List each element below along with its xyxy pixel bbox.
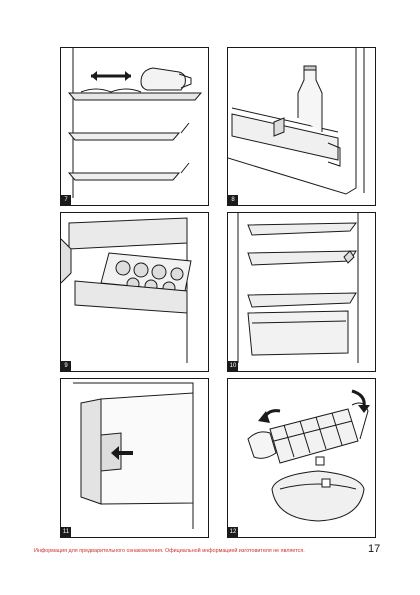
figure-number-badge: 10 xyxy=(228,361,238,371)
disclaimer-text: Информация для предварительного ознакомл… xyxy=(34,548,305,554)
wine-bottle-shelf-illustration xyxy=(67,48,203,198)
egg-tray-illustration xyxy=(61,217,192,363)
milk-bottle-door-illustration xyxy=(228,48,365,195)
ice-tray-illustration xyxy=(247,389,370,522)
freezer-door-illustration xyxy=(73,382,194,529)
page-number: 17 xyxy=(368,543,381,555)
figure-number-badge: 11 xyxy=(61,527,71,537)
figure-10-panel: 10 xyxy=(227,212,376,372)
figure-9-panel: 9 xyxy=(60,212,209,372)
fridge-shelves-illustration xyxy=(237,213,359,363)
figure-8-panel: 8 xyxy=(227,47,376,206)
figure-number-badge: 7 xyxy=(61,195,71,205)
figure-7-panel: 7 xyxy=(60,47,209,206)
figure-12-panel: 12 xyxy=(227,378,376,538)
figure-number-badge: 12 xyxy=(228,527,238,537)
figure-number-badge: 8 xyxy=(228,195,238,205)
figure-number-badge: 9 xyxy=(61,361,71,371)
figure-11-panel: 11 xyxy=(60,378,209,538)
